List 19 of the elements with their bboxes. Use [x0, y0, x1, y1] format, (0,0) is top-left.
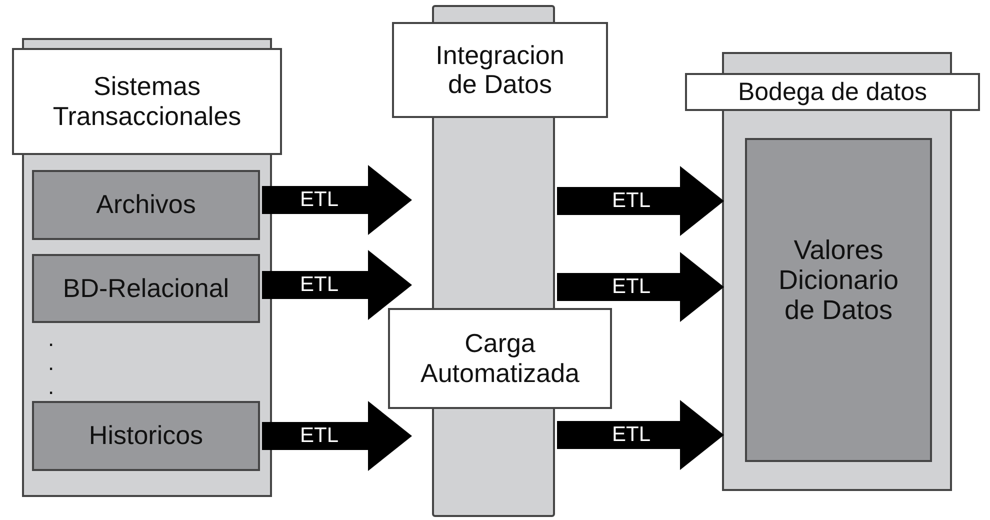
content-box: Valores Dicionario de Datos [745, 138, 932, 462]
ellipsis-dot: . [48, 328, 54, 350]
block-arrow [262, 250, 412, 320]
title-box: Integracion de Datos [392, 22, 608, 118]
block-arrow [557, 166, 724, 236]
item-box: Historicos [32, 401, 260, 471]
block-arrow [262, 165, 412, 235]
item-box: Archivos [32, 170, 260, 240]
item-box: BD-Relacional [32, 254, 260, 323]
ellipsis-dot: . [48, 376, 54, 398]
block-arrow [557, 400, 724, 470]
title-box: Sistemas Transaccionales [12, 48, 282, 155]
block-arrow [262, 401, 412, 471]
column-panel [722, 52, 952, 491]
block-arrow [557, 252, 724, 322]
title-box: Bodega de datos [685, 73, 980, 111]
column-panel [22, 153, 272, 497]
ellipsis-dot: . [48, 352, 54, 374]
title-box: Carga Automatizada [388, 308, 612, 409]
